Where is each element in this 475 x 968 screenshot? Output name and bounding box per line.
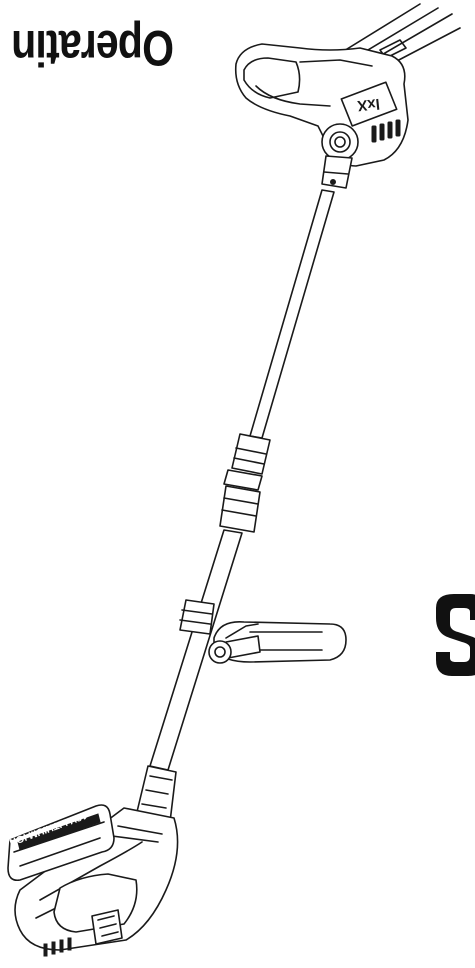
brand-mark: lxX xyxy=(356,95,380,114)
rear-handle xyxy=(14,765,179,957)
telescoping-collar xyxy=(219,433,271,533)
auxiliary-handle xyxy=(179,599,347,664)
upper-shaft xyxy=(249,189,335,439)
edge-glyph-icon xyxy=(436,594,475,676)
battery-pack: 18V LITHIUM ION xyxy=(7,804,115,882)
trimmer-head: lxX xyxy=(234,3,461,189)
